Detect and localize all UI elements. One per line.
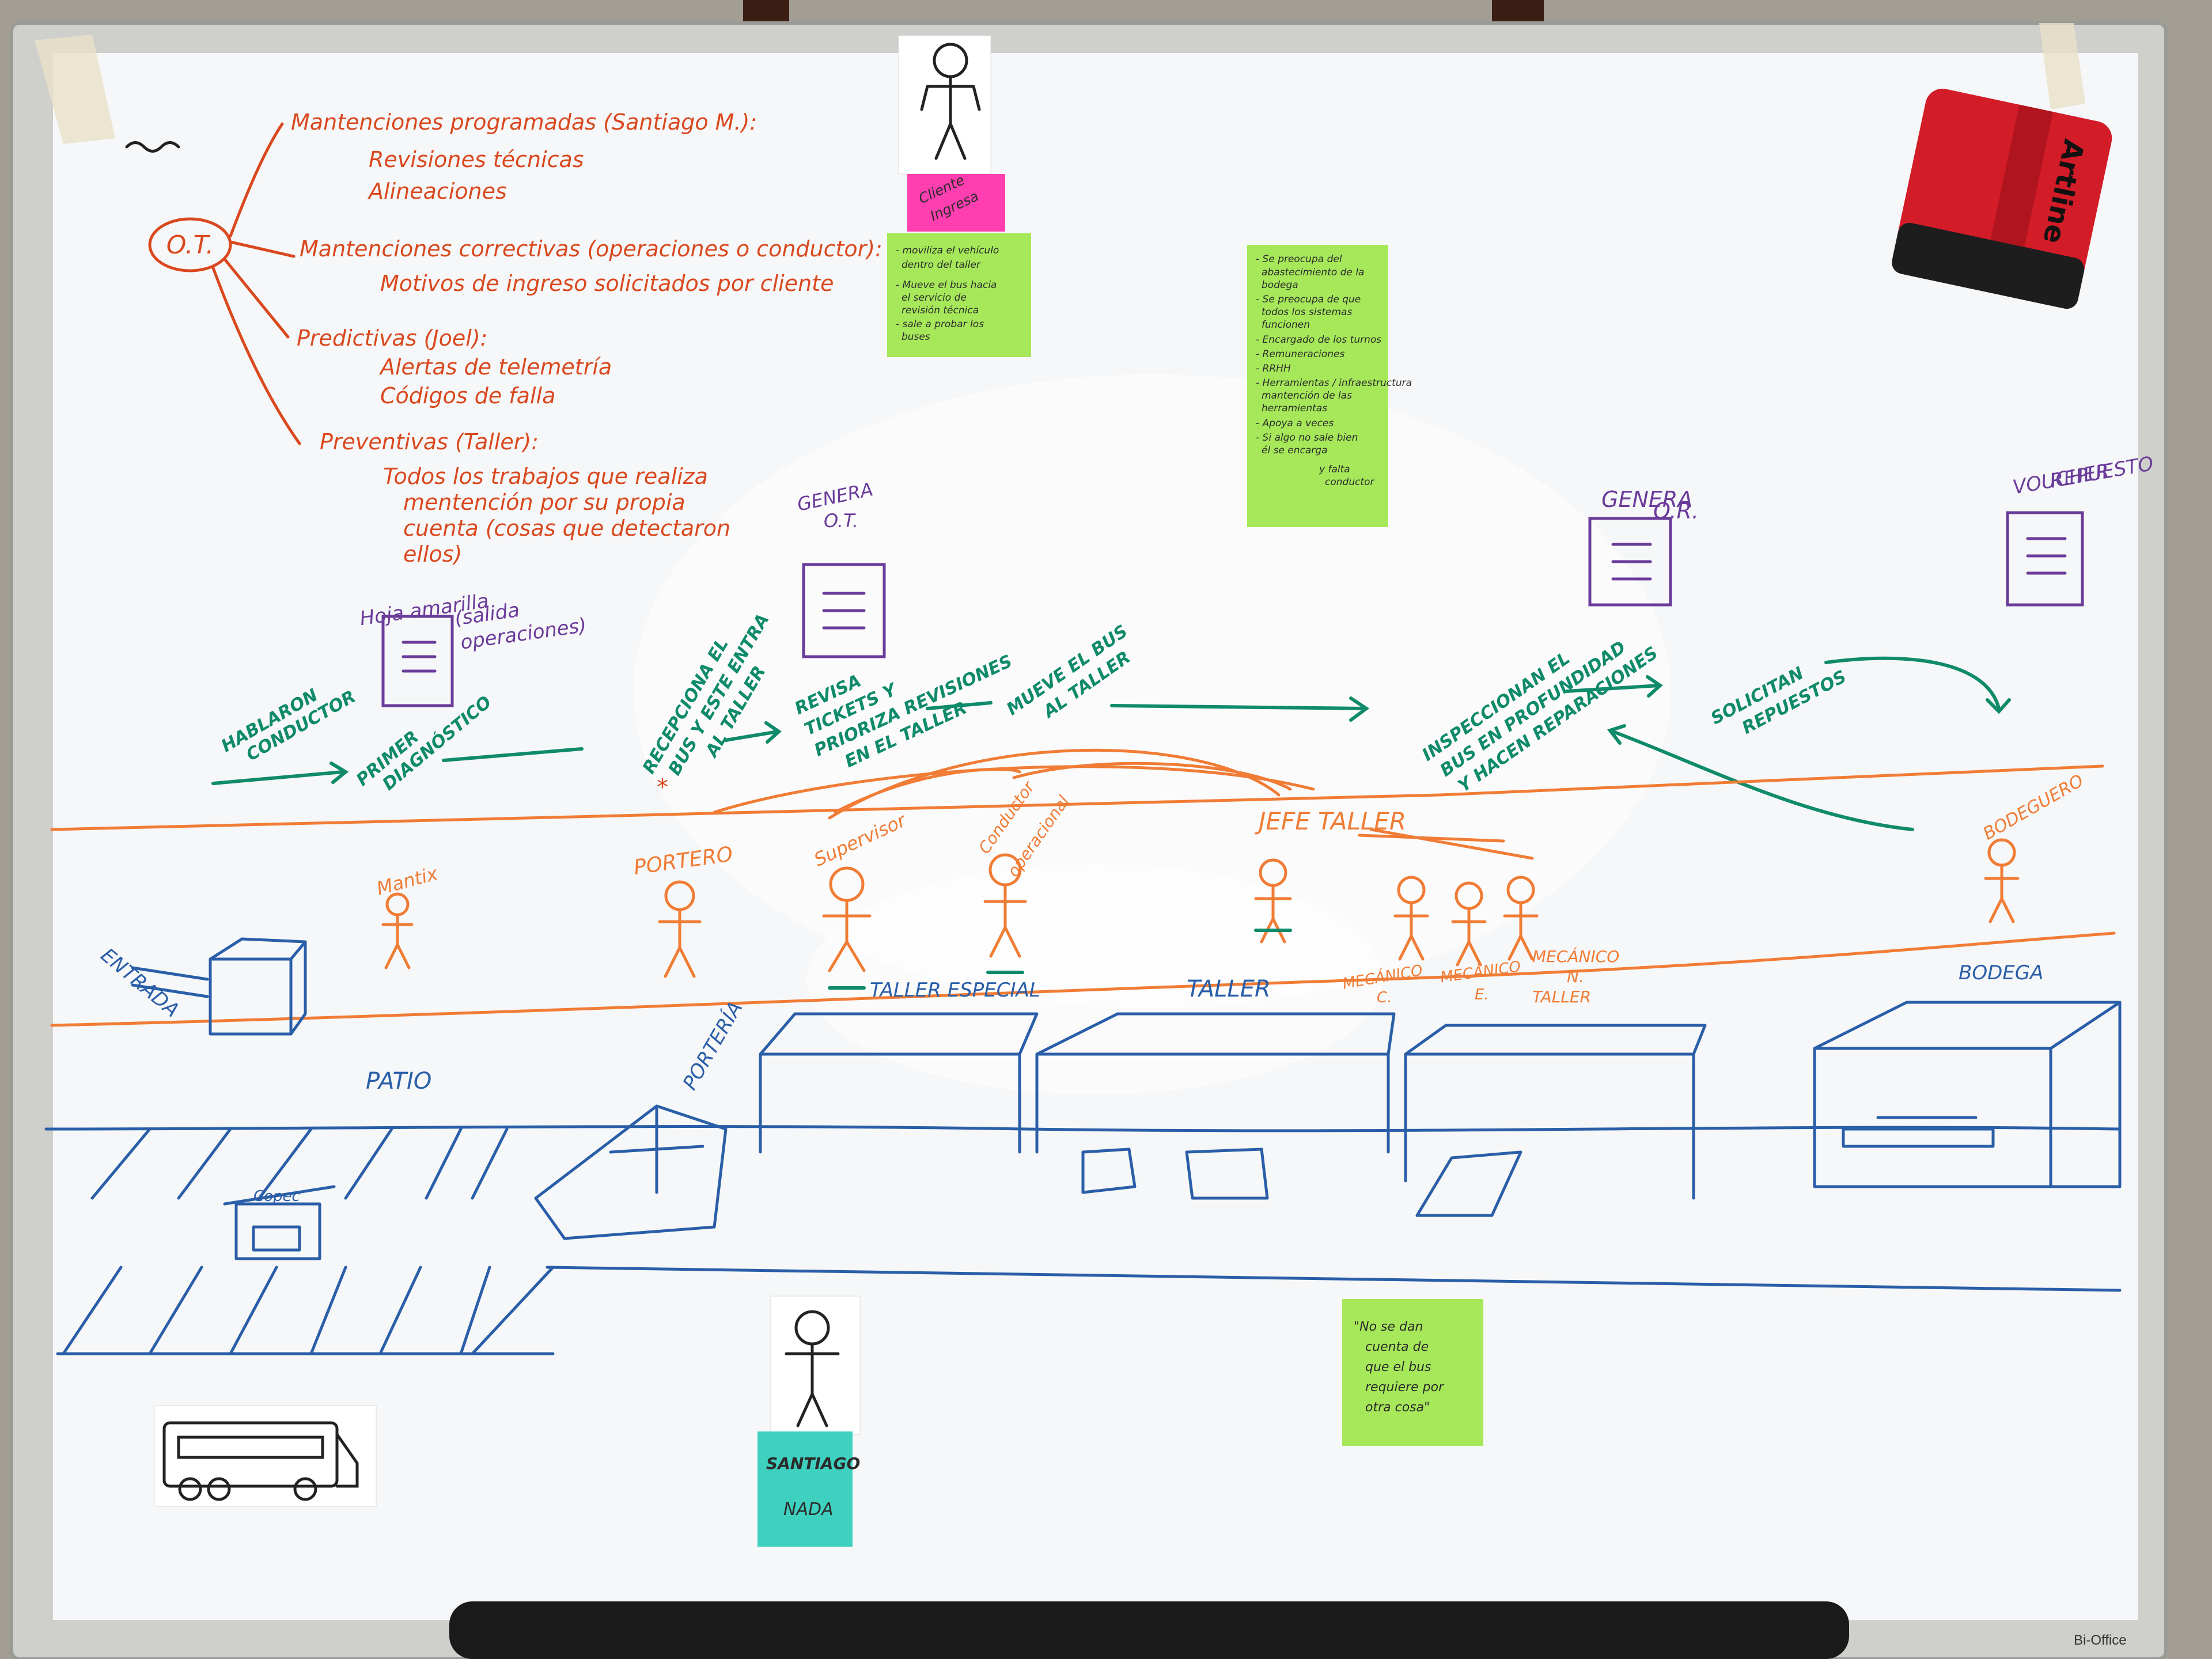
- sticky-line: dentro del taller: [902, 259, 981, 271]
- ot-branch-title: Predictivas (Joel):: [297, 325, 487, 351]
- arrow-icon: [229, 122, 284, 238]
- frame-brand: Bi-Office: [2074, 1633, 2127, 1648]
- ot-center-label: O.T.: [166, 230, 214, 260]
- sticky-line: y falta: [1319, 464, 1350, 475]
- bus-drawing-card: [154, 1405, 377, 1507]
- sticky-line: - Mueve el bus hacia: [896, 279, 997, 291]
- ot-branch-title: Mantenciones programadas (Santiago M.):: [291, 109, 757, 135]
- sticky-line: - Si algo no sale bien: [1256, 432, 1358, 444]
- ot-item: Alertas de telemetría: [378, 354, 612, 380]
- ot-item: Códigos de falla: [380, 383, 555, 408]
- sticky-note-pink: [907, 174, 1005, 232]
- ot-item: Motivos de ingreso solicitados por clien…: [380, 271, 834, 296]
- sticky-line: - Encargado de los turnos: [1256, 334, 1381, 346]
- handoff-arrows: [713, 748, 1315, 820]
- sticky-teal-line: SANTIAGO: [766, 1454, 860, 1473]
- sticky-note-green-2: [1247, 245, 1388, 527]
- doc-hoja-amarilla: [381, 615, 454, 707]
- marker-tray: [449, 1601, 1849, 1659]
- actor-label: E.: [1475, 986, 1489, 1003]
- actor-label: N.: [1567, 967, 1584, 986]
- place-label: PATIO: [366, 1068, 431, 1094]
- light-glare: [634, 374, 1671, 1008]
- masking-tape: [35, 35, 115, 144]
- lane-line-bottom: [50, 931, 2116, 1027]
- actor-label: MECÁNICO: [1532, 946, 1619, 966]
- sticky-line: - Herramientas / infraestructura: [1256, 377, 1412, 389]
- asterisk-icon: *: [657, 774, 668, 801]
- sticky-line: conductor: [1325, 476, 1375, 488]
- place-label: TALLER ESPECIAL: [870, 979, 1040, 1002]
- site-sketch: [44, 937, 2122, 1355]
- eraser[interactable]: Artline: [1889, 85, 2115, 310]
- sticky-note-teal: [757, 1431, 853, 1547]
- sticky-line: él se encarga: [1262, 445, 1328, 456]
- sticky-teal-line: NADA: [783, 1499, 834, 1520]
- sticky-note-green-3: [1342, 1299, 1483, 1446]
- ot-item: Revisiones técnicas: [369, 147, 584, 172]
- sticky-note-green-1: [887, 233, 1031, 357]
- sticky-line: buses: [902, 331, 930, 343]
- ot-circle: [148, 217, 232, 272]
- lane-line-top: [50, 764, 2104, 831]
- ot-item: Alineaciones: [367, 179, 507, 204]
- sticky-line: - sale a probar los: [896, 319, 984, 330]
- sticky-line: abastecimiento de la: [1262, 267, 1364, 278]
- wall-hook-right: [1492, 0, 1544, 23]
- ot-item: cuenta (cosas que detectaron: [403, 516, 730, 541]
- sticky-line: mantención de las: [1262, 390, 1352, 402]
- sticky-line: cuenta de: [1365, 1340, 1429, 1354]
- flow-arrows: [211, 656, 2011, 831]
- place-label: Copec: [253, 1188, 300, 1205]
- doc-genera-ot: [802, 563, 886, 658]
- sticky-line: - moviliza el vehículo: [896, 245, 999, 256]
- doc-label: O.R.: [1653, 498, 1699, 524]
- scribble: [125, 141, 180, 153]
- place-label: TALLER: [1187, 976, 1271, 1002]
- sticky-line: "No se dan: [1354, 1320, 1423, 1334]
- ot-item: Todos los trabajos que realiza: [383, 464, 708, 489]
- sticky-line: - Remuneraciones: [1256, 349, 1344, 360]
- ot-branch-title: Preventivas (Taller):: [320, 429, 539, 454]
- sticky-line: revisión técnica: [902, 305, 979, 316]
- ot-item: mentención por su propia: [403, 490, 685, 515]
- stick-figure-card-bottom: [770, 1296, 861, 1435]
- sticky-line: - Se preocupa del: [1256, 253, 1342, 265]
- sticky-line: funcionen: [1262, 319, 1310, 331]
- sticky-line: requiere por: [1365, 1380, 1445, 1395]
- ot-branch-title: Mantenciones correctivas (operaciones o …: [300, 236, 882, 262]
- doc-label: GENERA: [1601, 487, 1692, 512]
- stick-figure-card-top: [898, 35, 991, 175]
- sticky-line: todos los sistemas: [1262, 306, 1352, 318]
- sticky-line: - RRHH: [1256, 363, 1291, 374]
- doc-voucher: [2006, 511, 2084, 607]
- sticky-line: el servicio de: [902, 292, 967, 304]
- sticky-line: herramientas: [1262, 403, 1327, 414]
- sticky-line: - Se preocupa de que: [1256, 294, 1361, 305]
- sticky-line: otra cosa": [1365, 1400, 1430, 1415]
- place-label: BODEGA: [1959, 961, 2043, 984]
- sticky-line: bodega: [1262, 279, 1298, 291]
- ot-item: ellos): [403, 541, 462, 567]
- wall-hook-left: [743, 0, 789, 23]
- sticky-line: que el bus: [1365, 1360, 1431, 1374]
- actor-label: C.: [1377, 989, 1392, 1006]
- doc-genera-or: [1588, 517, 1672, 607]
- doc-label: O.T.: [824, 510, 858, 532]
- actor-label: TALLER: [1532, 987, 1591, 1006]
- sticky-line: - Apoya a veces: [1256, 418, 1334, 429]
- stick-figures: [381, 828, 2020, 990]
